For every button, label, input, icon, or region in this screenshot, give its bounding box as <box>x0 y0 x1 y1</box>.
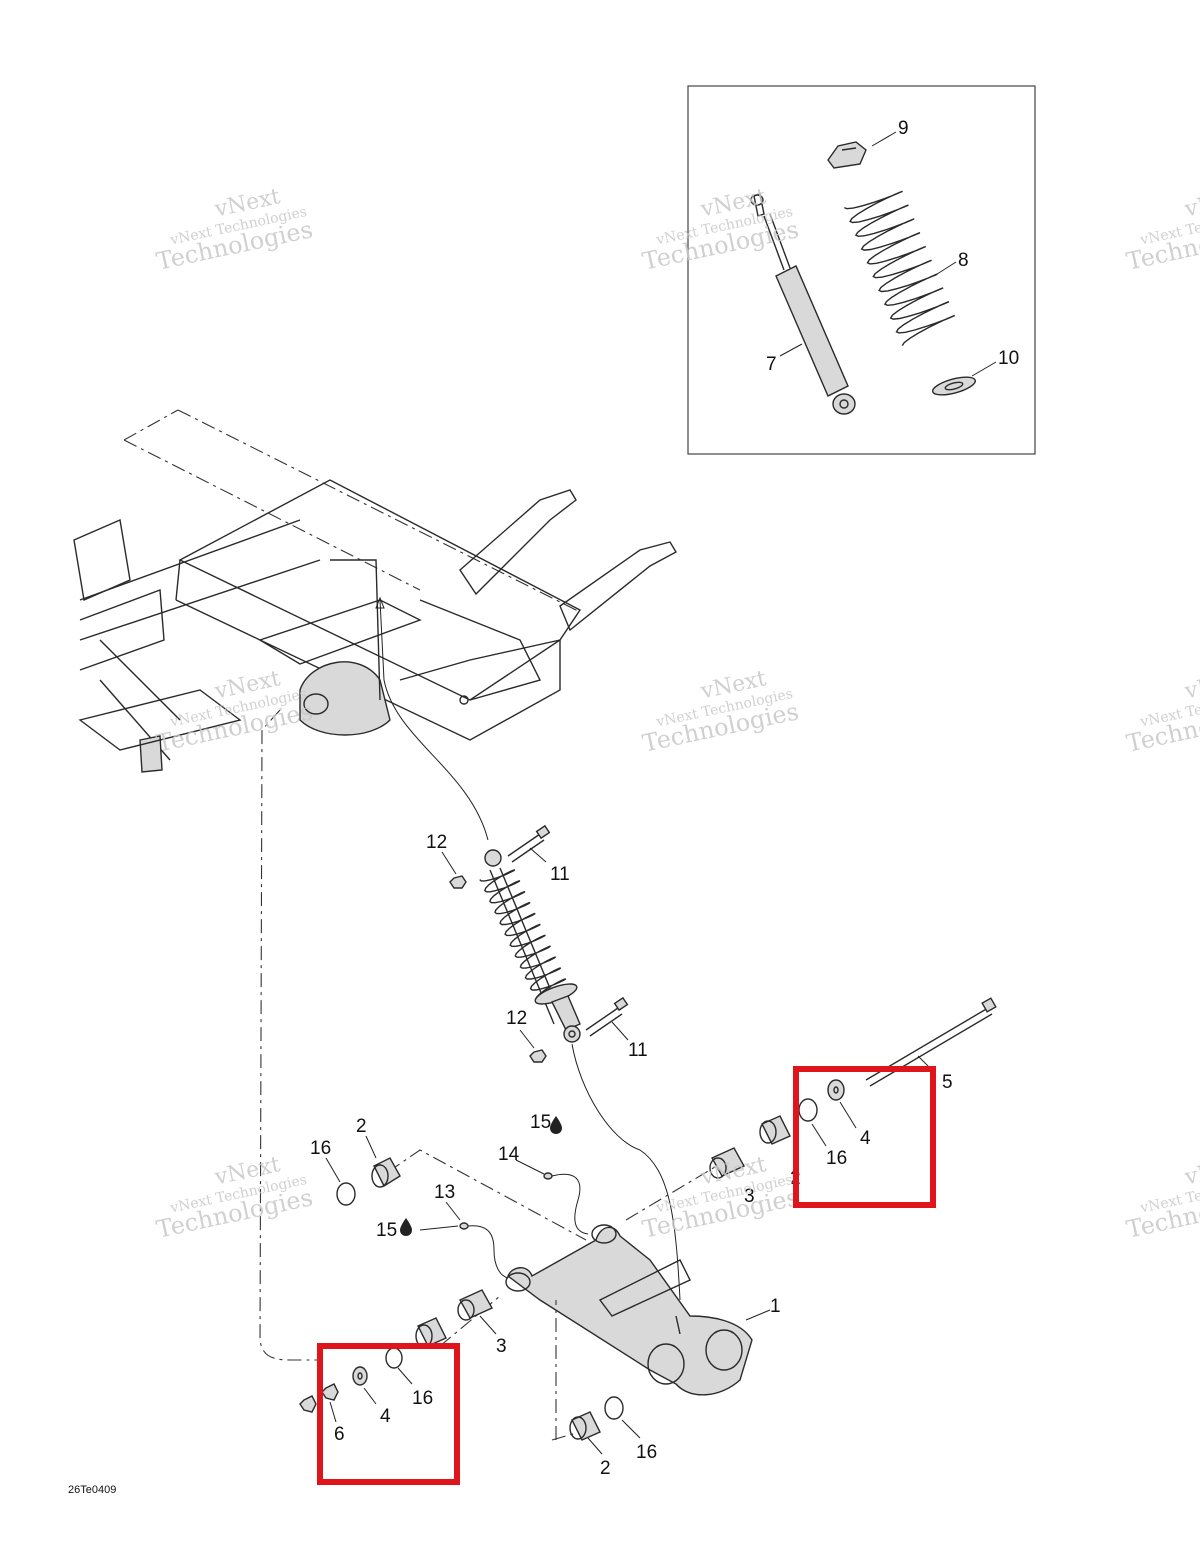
part-2-bushing-bottom[interactable] <box>569 1411 601 1441</box>
part-1-swing-arm[interactable] <box>505 1224 753 1396</box>
callout-16-upper-left: 16 <box>310 1138 331 1159</box>
part-13-grease-fitting[interactable] <box>419 1222 509 1279</box>
part-8-coil-spring[interactable] <box>844 190 956 346</box>
callout-2-bottom: 2 <box>600 1458 611 1479</box>
callout-13: 13 <box>434 1182 455 1203</box>
callout-3-right: 3 <box>744 1186 755 1207</box>
part-14-grease-fitting[interactable] <box>543 1172 589 1235</box>
watermark: vNext vNext Technologies Technologies <box>640 1152 801 1243</box>
part-16-ring-right[interactable] <box>798 1098 818 1122</box>
svg-text:vNext: vNext <box>1182 666 1200 704</box>
part-12-nut-upper[interactable] <box>449 875 467 889</box>
callout-10: 10 <box>998 348 1019 369</box>
shock-absorber-assembly[interactable] <box>479 849 581 1043</box>
svg-text:vNext: vNext <box>1182 1152 1200 1190</box>
callout-4-right: 4 <box>860 1128 871 1149</box>
callout-6: 6 <box>334 1424 345 1445</box>
part-4-washer-right[interactable] <box>827 1079 845 1101</box>
callout-12-upper: 12 <box>426 832 447 853</box>
watermark: vNext vNext Technologies Technologies <box>640 666 801 757</box>
callout-16-right: 16 <box>826 1148 847 1169</box>
svg-text:vNext: vNext <box>1182 184 1200 222</box>
watermark: vNext vNext Technologies Technologies <box>154 184 315 275</box>
leader-lines <box>325 131 997 1455</box>
part-3-sleeve-right[interactable] <box>709 1147 745 1179</box>
watermark: vNext vNext Technologies Technologies <box>1124 184 1200 275</box>
callout-9: 9 <box>898 118 909 139</box>
vehicle-frame <box>73 409 677 1361</box>
part-6-nut-left[interactable] <box>299 1383 339 1413</box>
part-16-ring-bottom[interactable] <box>604 1396 624 1420</box>
callout-7: 7 <box>766 354 777 375</box>
grease-drop-icon <box>550 1116 562 1134</box>
watermarks: vNext vNext Technologies Technologies vN… <box>154 184 1200 1243</box>
watermark: vNext vNext Technologies Technologies <box>1124 1152 1200 1243</box>
callout-14: 14 <box>498 1144 520 1165</box>
callout-16-bottom: 16 <box>636 1442 657 1463</box>
drawing-code: 26Te0409 <box>68 1484 116 1496</box>
callout-11-lower: 11 <box>628 1040 648 1061</box>
callout-12-lower: 12 <box>506 1008 527 1029</box>
watermark: vNext vNext Technologies Technologies <box>154 666 315 757</box>
callout-3-left: 3 <box>496 1336 507 1357</box>
callout-5: 5 <box>942 1072 953 1093</box>
watermark: vNext vNext Technologies Technologies <box>1124 666 1200 757</box>
grease-drop-icon <box>400 1218 412 1236</box>
part-2-bushing-left-lower[interactable] <box>415 1317 447 1348</box>
part-9-spring-cap[interactable] <box>827 141 867 169</box>
part-3-sleeve-left[interactable] <box>457 1289 493 1321</box>
part-7-damper[interactable] <box>750 193 856 415</box>
callout-16-lower-left: 16 <box>412 1388 433 1409</box>
highlight-box-right <box>793 1066 936 1208</box>
callout-15-upper: 15 <box>530 1112 551 1133</box>
inset-frame <box>687 85 1036 455</box>
callout-labels: 9 8 10 7 12 11 12 11 5 4 16 15 14 2 16 1… <box>310 118 1019 1479</box>
part-2-bushing-right[interactable] <box>759 1115 791 1145</box>
callout-15-lower: 15 <box>376 1220 397 1241</box>
callout-4-left: 4 <box>380 1406 391 1427</box>
part-11-bolt-lower[interactable] <box>585 996 629 1037</box>
callout-2-upper-left: 2 <box>356 1116 367 1137</box>
watermark: vNext vNext Technologies Technologies <box>154 1152 315 1243</box>
part-10-spring-seat[interactable] <box>931 374 977 399</box>
callout-8: 8 <box>958 250 969 271</box>
part-11-bolt-upper[interactable] <box>507 824 551 863</box>
part-12-nut-lower[interactable] <box>529 1049 547 1063</box>
part-16-ring-left-lower[interactable] <box>385 1347 403 1369</box>
callout-1: 1 <box>770 1296 781 1317</box>
part-2-bushing-left-upper[interactable] <box>371 1157 401 1188</box>
callout-11-upper: 11 <box>550 864 570 885</box>
part-16-ring-left-upper[interactable] <box>336 1182 356 1206</box>
part-4-washer-left[interactable] <box>352 1366 368 1386</box>
highlight-box-left <box>317 1343 460 1485</box>
watermark: vNext vNext Technologies Technologies <box>640 184 801 275</box>
